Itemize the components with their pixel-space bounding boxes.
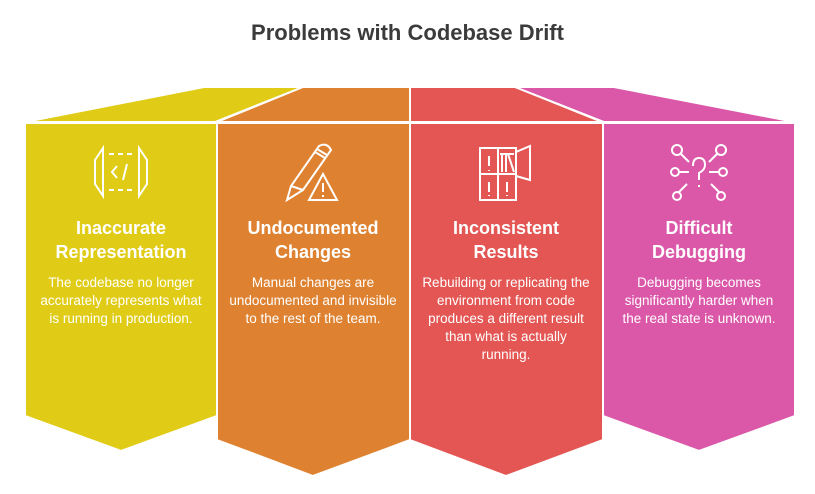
- yellow-panel: [24, 122, 218, 452]
- cabinet-alerts-icon: [479, 144, 531, 201]
- heading-line-1: Difficult: [665, 218, 733, 238]
- heading-line-2: Representation: [55, 242, 187, 262]
- heading-line-2: Debugging: [652, 242, 746, 262]
- pencil-warning-icon: [285, 143, 339, 203]
- orange-panel: [216, 122, 411, 477]
- diagram-title: Problems with Codebase Drift: [251, 20, 564, 45]
- heading-line-2: Results: [473, 242, 539, 262]
- code-brackets-icon: [94, 144, 148, 200]
- description: The codebase no longer accurately repres…: [40, 275, 202, 326]
- description: Debugging becomes significantly harder w…: [622, 275, 776, 326]
- heading-line-1: Inconsistent: [452, 218, 559, 238]
- description: Manual changes are undocumented and invi…: [229, 275, 397, 326]
- heading-line-1: Inaccurate: [75, 218, 167, 238]
- heading-line-1: Undocumented: [247, 218, 379, 238]
- red-panel: [409, 122, 604, 477]
- description: Rebuilding or replicating the environmen…: [422, 275, 590, 362]
- pink-panel: [602, 122, 796, 452]
- heading-line-2: Changes: [274, 242, 352, 262]
- question-network-icon: [670, 144, 728, 201]
